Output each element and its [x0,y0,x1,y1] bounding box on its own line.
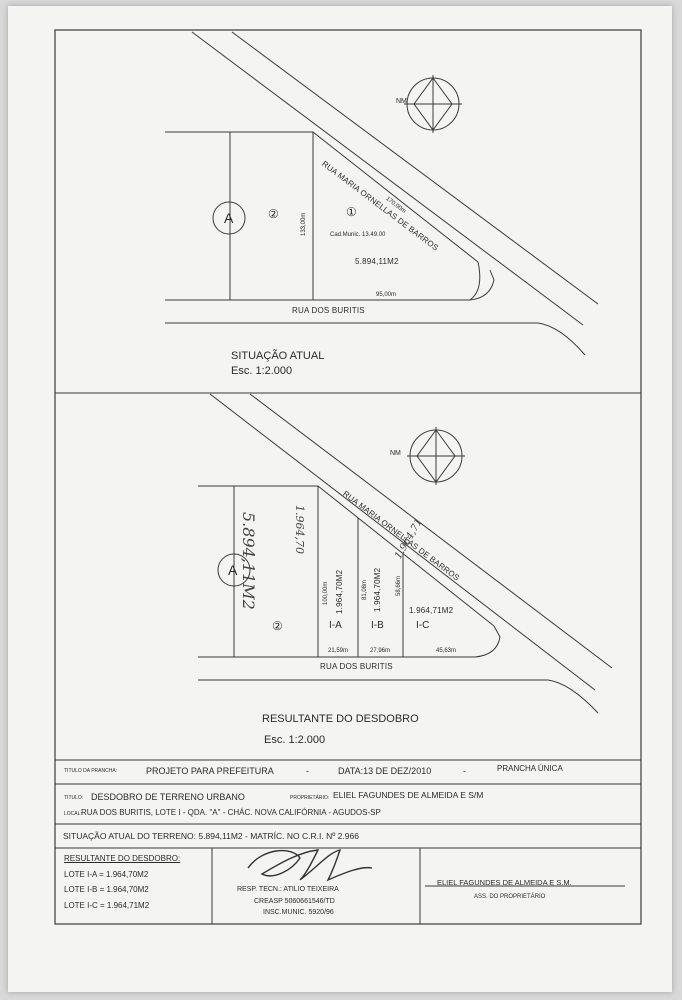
plan1-corner-curve [469,269,495,301]
plan1-north-label: NM [396,98,407,105]
plan2-lot-ia-id: I-A [329,620,342,631]
plan1-caption-scale: Esc. 1:2.000 [231,365,293,377]
plan1-lot2-boundary [165,131,314,300]
tb-local: RUA DOS BURITIS, LOTE I - QDA. "A" - CHÁ… [81,808,381,817]
plan2-north-diamond [416,429,456,483]
plan2-lot-ib-area: 1.964,70M2 [373,567,382,612]
plan2-corner-curve [474,625,501,658]
plan2-handwritten-area-1: 5.894,11M2 [239,512,258,610]
tb-owner-sign-label: ASS. DO PROPRIETÁRIO [474,894,546,900]
plan2-lot-ib-bottom-dim: 27,96m [370,648,391,654]
plan2-lot-ia-bottom-dim: 21,59m [328,648,349,654]
plan2-caption-title: RESULTANTE DO DESDOBRO [262,713,419,725]
plan1-label-a-circle [212,201,246,235]
plan2-diagonal-lot-edge [317,485,495,627]
tb-dash-2: - [463,766,466,776]
tb-titulo: DESDOBRO DE TERRENO URBANO [91,792,245,802]
tb-creasp: CREASP 5060661546/TD [254,898,335,905]
plan2-lot-ib-left-dim: 81,08m [362,579,368,600]
plan2-north-label: NM [390,450,401,457]
plan2-lot-ia-left-dim: 100,00m [323,581,329,605]
tb-lote-ib: LOTE I-B = 1.964,70M2 [64,885,149,894]
plan1-diagonal-road-edge1 [191,31,584,326]
plan1-bottom-dim: 95,00m [376,292,397,298]
plan1-lot2-label: ② [268,207,279,221]
tb-resp-tecn: RESP. TECN.: ATILIO TEIXEIRA [237,886,339,893]
tb-titulo-prancha-label: TITULO DA PRANCHA: [64,768,118,774]
tb-situacao: SITUAÇÃO ATUAL DO TERRENO: 5.894,11M2 - … [63,831,359,841]
plan1-cad-munic: Cad.Munic. 13.49.00 [330,232,386,238]
plan2-lot-ic-area: 1.964,71M2 [409,606,454,615]
plan2-diagonal-road-edge2 [249,393,613,669]
plan2-lot-ic-id: I-C [416,620,430,631]
plan1-left-dim: 133,00m [301,212,307,236]
engineer-signature [247,849,373,882]
plan2-lot-ic-left-dim: 58,66m [396,575,402,596]
tb-insc-munic: INSC.MUNIC. 5920/96 [263,909,334,916]
plan2-handwritten-area-3: 1.964,70 [293,505,306,554]
plan2-bottom-road-edge2 [198,679,599,714]
tb-proprietario: ELIEL FAGUNDES DE ALMEIDA E S/M [333,790,484,800]
plan2-lot-ib-id: I-B [371,620,384,631]
plan1-label-a: A [224,210,234,226]
tb-dash-1: - [306,766,309,776]
plan2-label-a-circle [217,553,251,587]
plan1-bottom-road-edge2 [165,322,586,356]
plan2-label-a: A [228,562,238,578]
plan1-lot1-label: ① [346,205,357,219]
tb-local-label: LOCAL: [64,811,82,817]
tb-lote-ia: LOTE I-A = 1.964,70M2 [64,870,149,879]
plan2-lot2-label: ② [272,619,283,633]
plan1-area: 5.894,11M2 [355,257,399,266]
plan1-caption-title: SITUAÇÃO ATUAL [231,350,325,362]
plan2-caption-scale: Esc. 1:2.000 [264,734,326,746]
tb-lote-ic: LOTE I-C = 1.964,71M2 [64,901,150,910]
plan1-lot1-boundary [312,131,481,301]
tb-prancha: PRANCHA ÚNICA [497,764,563,773]
plan2-lot-ic-bottom-dim: 45,63m [436,648,457,654]
tb-owner-name: ELIEL FAGUNDES DE ALMEIDA E S.M. [437,878,572,887]
plan1-bottom-street-name: RUA DOS BURITIS [292,306,365,315]
tb-proprietario-label: PROPRIETÁRIO: [290,795,330,801]
plan1-diagonal-road-edge2 [231,31,599,305]
plan2-bottom-street-name: RUA DOS BURITIS [320,662,393,671]
plan2-diagonal-road-edge1 [209,393,596,691]
sheet-border [54,29,642,925]
drawing-sheet [8,6,672,992]
plan1-north-diamond [413,77,453,131]
tb-resultante-label: RESULTANTE DO DESDOBRO: [64,854,181,863]
tb-titulo-prancha: PROJETO PARA PREFEITURA [146,766,274,776]
tb-titulo-label: TITULO: [64,795,84,801]
tb-data: DATA:13 DE DEZ/2010 [338,766,432,776]
plan2-lot-ia-area: 1.964,70M2 [335,569,344,614]
